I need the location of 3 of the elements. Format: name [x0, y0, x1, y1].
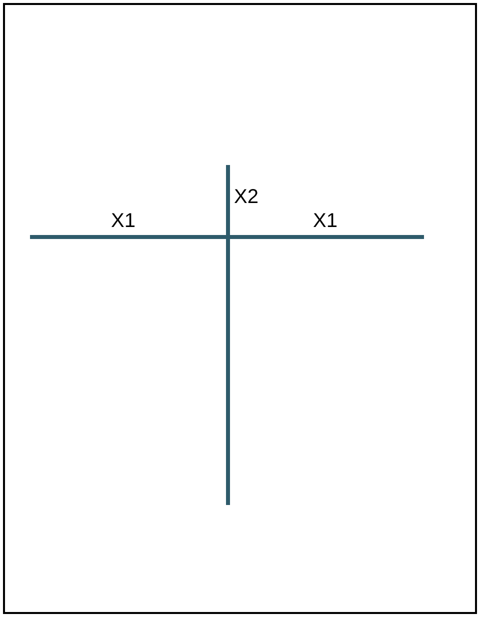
line-label: X1 — [111, 210, 136, 232]
line-label: X2 — [234, 186, 258, 208]
line-label: X1 — [313, 210, 338, 232]
